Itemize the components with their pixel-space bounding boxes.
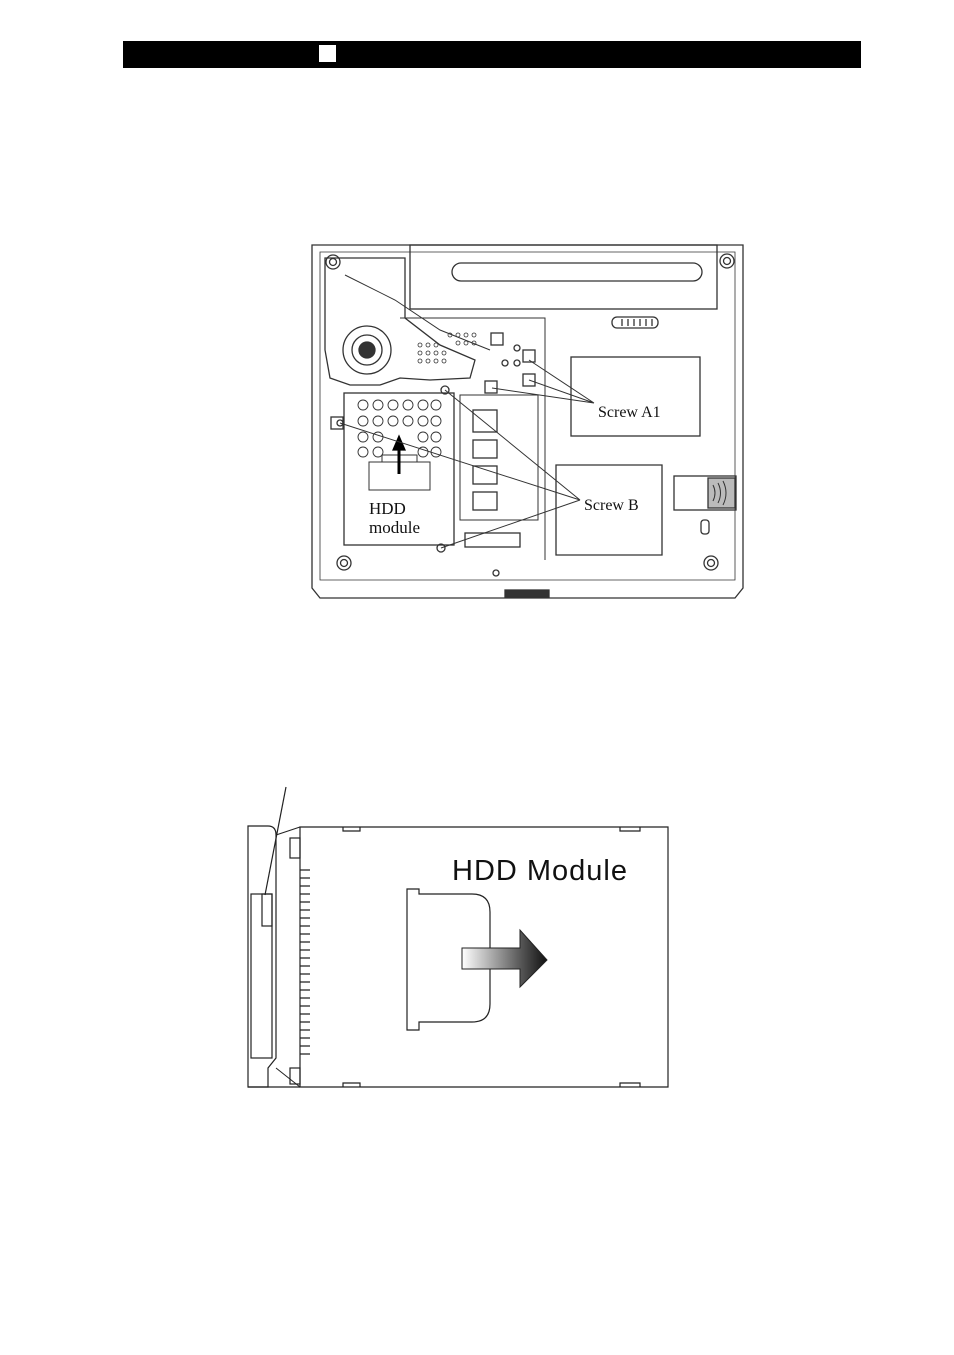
bottom-latch (505, 590, 549, 597)
screw-a1-head (485, 381, 497, 393)
memory-slot-area (460, 395, 538, 520)
hdd-label-line1: HDD (369, 499, 406, 518)
screw-a1-label: Screw A1 (598, 404, 661, 421)
battery-pack (410, 245, 717, 309)
hdd-label-line2: module (369, 518, 420, 537)
screw-b-label: Screw B (584, 497, 639, 514)
wireless-door-panel (571, 357, 700, 436)
fan-heatsink (325, 258, 475, 385)
